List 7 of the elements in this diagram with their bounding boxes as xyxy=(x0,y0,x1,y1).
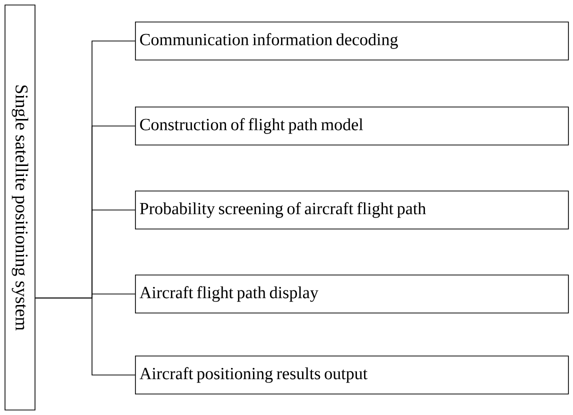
function-box: Communication information decoding xyxy=(135,22,569,60)
function-box: Aircraft flight path display xyxy=(135,274,569,314)
system-box: Single satellite positioning system xyxy=(4,4,36,410)
connector-line xyxy=(35,298,136,376)
function-box: Probability screening of aircraft flight path xyxy=(135,190,569,230)
function-box: Aircraft positioning results output xyxy=(135,356,569,394)
function-box: Construction of flight path model xyxy=(135,106,569,146)
